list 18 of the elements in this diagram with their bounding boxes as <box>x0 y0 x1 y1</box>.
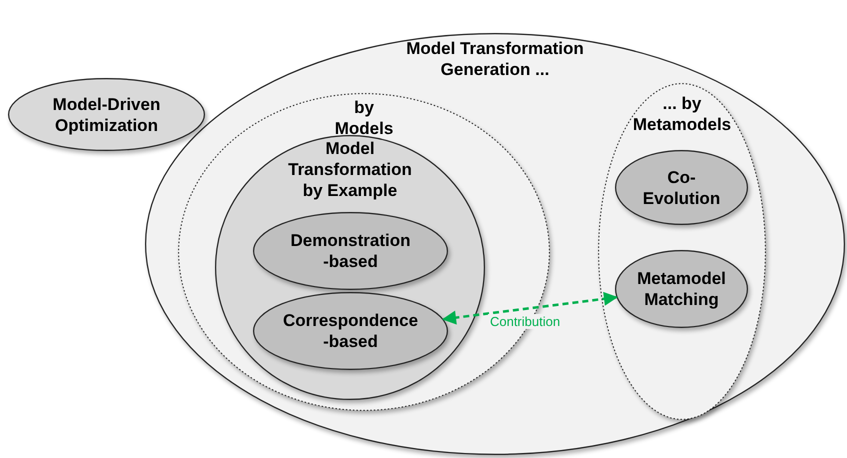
ellipse-node <box>253 212 448 290</box>
ellipse-node <box>615 150 748 225</box>
group-heading: by Models <box>334 97 394 139</box>
group-heading: Model Transformation Generation ... <box>405 38 585 80</box>
ellipse-node <box>598 83 766 420</box>
node-label: Correspondence -based <box>282 310 420 352</box>
group-heading: Model Transformation by Example <box>287 138 413 201</box>
ellipse-node <box>8 78 205 151</box>
edge-label: Contribution <box>488 314 562 330</box>
node-label: Metamodel Matching <box>636 268 727 310</box>
double-arrow <box>442 292 618 325</box>
ellipse-node <box>215 135 485 400</box>
node-label: Demonstration -based <box>290 230 412 272</box>
ellipse-node <box>615 250 748 328</box>
node-label: Model-Driven Optimization <box>52 94 162 136</box>
node-label: Co- Evolution <box>642 166 722 208</box>
ellipse-node <box>253 292 448 370</box>
group-heading: ... by Metamodels <box>632 93 732 135</box>
